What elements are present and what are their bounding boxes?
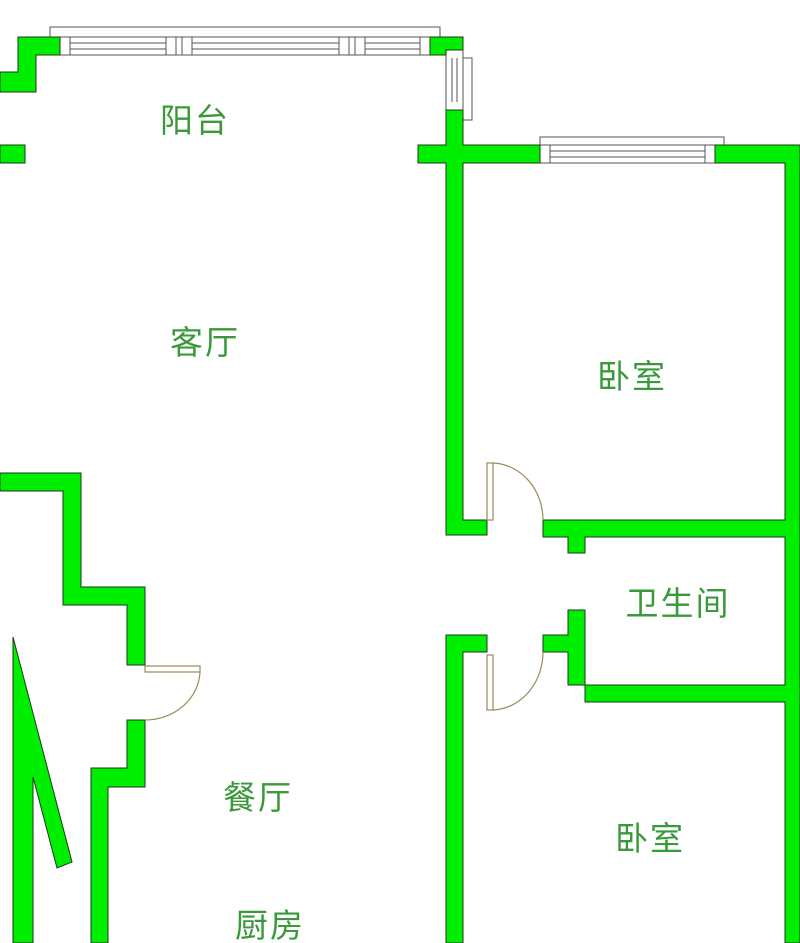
room-label-bedroom-lower: 卧室 xyxy=(615,819,685,858)
bedroom-upper-door[interactable] xyxy=(486,462,544,521)
room-label-bedroom-upper: 卧室 xyxy=(597,357,667,396)
room-label-dining-room: 餐厅 xyxy=(223,778,293,817)
balcony-window xyxy=(49,26,441,56)
room-label-bathroom: 卫生间 xyxy=(626,584,731,623)
room-label-kitchen: 厨房 xyxy=(235,906,305,943)
room-label-balcony: 阳台 xyxy=(160,101,230,140)
walls xyxy=(0,36,800,943)
bedroom-lower-door[interactable] xyxy=(486,651,544,711)
bedroom-window xyxy=(539,136,725,164)
kitchen-door[interactable] xyxy=(144,665,201,721)
room-label-living-room: 客厅 xyxy=(170,323,240,362)
